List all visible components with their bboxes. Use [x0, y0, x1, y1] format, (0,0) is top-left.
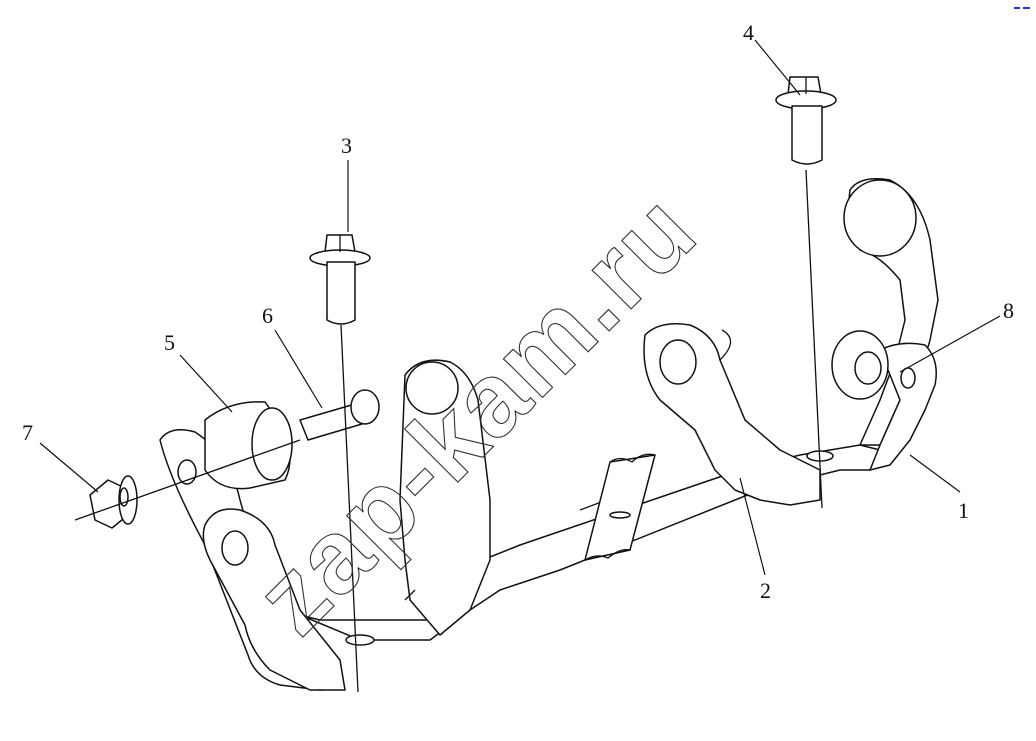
assembly-axes — [74, 169, 823, 693]
callout-leaders — [39, 39, 1001, 576]
part-7-nut — [89, 475, 138, 529]
part-4-bolt — [775, 76, 837, 165]
callout-labels: 1 2 3 4 5 6 7 8 — [22, 20, 1014, 603]
callout-5: 5 — [164, 330, 175, 355]
strap-fragment — [584, 453, 656, 561]
part-6-pin — [299, 389, 380, 441]
callout-8: 8 — [1003, 298, 1014, 323]
callout-7: 7 — [22, 420, 33, 445]
part-3-bolt — [309, 234, 371, 325]
callout-2: 2 — [760, 578, 771, 603]
part-8-washer — [831, 330, 889, 400]
part-5-bushing — [204, 401, 293, 490]
callout-1: 1 — [958, 498, 969, 523]
callout-6: 6 — [262, 303, 273, 328]
callout-4: 4 — [743, 20, 754, 45]
part-2-arm — [643, 323, 821, 506]
callout-3: 3 — [341, 133, 352, 158]
